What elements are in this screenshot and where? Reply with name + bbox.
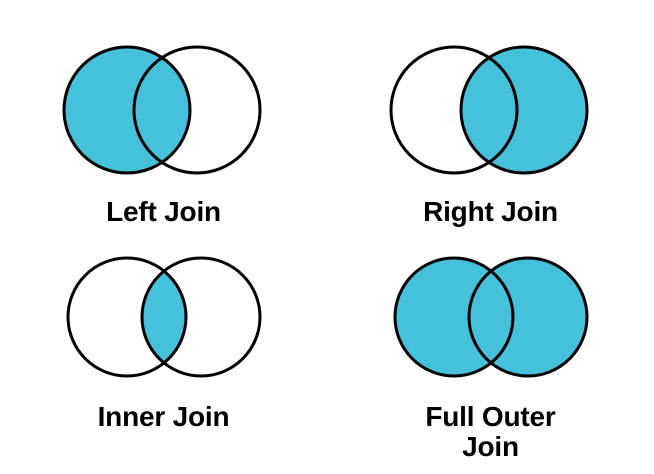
right-circle-fill: [468, 258, 587, 376]
venn-label-right-join: Right Join: [423, 196, 558, 227]
venn-cell-right-join: Right Join: [327, 0, 654, 237]
right-circle-fill: [460, 47, 587, 173]
venn-cell-full-outer-join: Full Outer Join: [327, 237, 654, 474]
venn-cell-left-join: Left Join: [0, 0, 327, 237]
left-circle-fill: [63, 47, 190, 173]
venn-diagram-full-outer-join: [393, 256, 588, 378]
right-circle-outline: [467, 256, 588, 378]
intersection-fill: [141, 258, 186, 376]
venn-label-inner-join: Inner Join: [97, 401, 230, 432]
right-circle-outline: [459, 45, 588, 175]
venn-cell-inner-join: Inner Join: [0, 237, 327, 474]
venn-diagram-right-join: [389, 45, 588, 175]
left-circle-outline: [393, 256, 514, 378]
venn-label-full-outer-join: Full Outer Join: [425, 401, 556, 463]
left-circle-outline: [389, 45, 518, 175]
right-circle-outline: [132, 45, 261, 175]
right-circle-outline: [140, 256, 261, 378]
left-circle-outline: [62, 45, 191, 175]
left-circle-outline: [66, 256, 187, 378]
venn-diagram-left-join: [62, 45, 261, 175]
venn-label-left-join: Left Join: [106, 196, 221, 227]
venn-diagram-inner-join: [66, 256, 261, 378]
